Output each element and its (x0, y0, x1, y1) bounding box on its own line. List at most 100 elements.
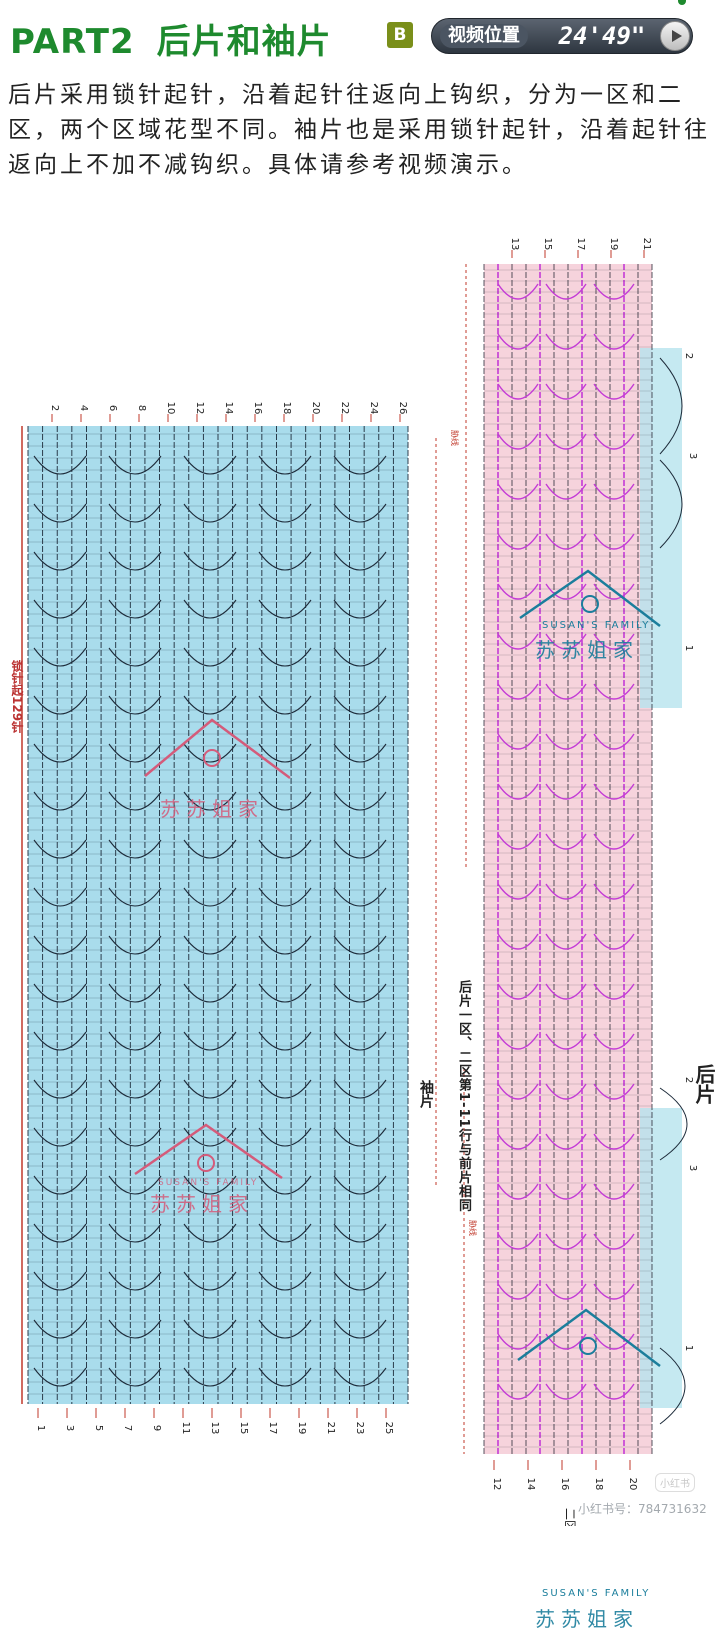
watermark-ball (203, 749, 221, 767)
shell-arch (108, 695, 162, 715)
row-number: 18 (281, 402, 292, 415)
row-number: 7 (122, 1425, 133, 1431)
return-arrow (659, 459, 683, 549)
row-number: 18 (593, 1478, 604, 1491)
watermark-roof (144, 718, 291, 780)
shell-arch (183, 1223, 237, 1243)
shell-arch (33, 599, 87, 619)
shell-arch (258, 1079, 312, 1099)
row-number: 14 (525, 1478, 536, 1491)
play-icon[interactable] (660, 21, 690, 51)
shell-arch (108, 1319, 162, 1339)
shell-arch (545, 283, 587, 300)
watermark-ball (579, 1337, 597, 1355)
shell-arch (593, 683, 635, 700)
shell-arch (497, 1383, 539, 1400)
row-number: 2 (683, 353, 694, 359)
shell-arch (33, 983, 87, 1003)
watermark-brand-en: SUSAN'S FAMILY (542, 1588, 651, 1599)
shell-arch (108, 1127, 162, 1147)
row-number: 3 (687, 1165, 698, 1171)
row-number: 15 (542, 238, 553, 251)
shell-arch (108, 647, 162, 667)
shell-arch (593, 1033, 635, 1050)
shell-arch (258, 743, 312, 763)
sleeve-label: 袖片 (418, 1080, 434, 1108)
shell-arch (497, 433, 539, 450)
shell-arch (258, 1127, 312, 1147)
shell-arch (497, 533, 539, 550)
shell-arch (258, 839, 312, 859)
shell-arch (593, 533, 635, 550)
row-number: 13 (209, 1422, 220, 1435)
row-number: 2 (683, 1077, 694, 1083)
edge-block (640, 1108, 682, 1408)
shell-arch (33, 1367, 87, 1387)
row-number: 10 (165, 402, 176, 415)
row-number: 20 (627, 1478, 638, 1491)
shell-arch (593, 983, 635, 1000)
shell-arch (593, 1183, 635, 1200)
shell-arch (258, 647, 312, 667)
row-number: 14 (223, 402, 234, 415)
shell-arch (108, 599, 162, 619)
shell-arch (545, 1283, 587, 1300)
shell-arch (108, 983, 162, 1003)
shell-arch (183, 1271, 237, 1291)
shell-arch (183, 647, 237, 667)
shell-arch (497, 483, 539, 500)
shell-arch (545, 683, 587, 700)
row-number: 23 (354, 1422, 365, 1435)
row-number: 25 (383, 1422, 394, 1435)
shell-arch (333, 983, 387, 1003)
shell-arch (333, 791, 387, 811)
intro-paragraph: 后片采用锁针起针，沿着起针往返向上钩织，分为一区和二区，两个区域花型不同。袖片也… (8, 82, 710, 178)
row-number: 21 (325, 1422, 336, 1435)
watermark-brand: 苏苏姐家 (535, 1607, 639, 1631)
row-number: 11 (180, 1422, 191, 1435)
shell-arch (258, 551, 312, 571)
xiaohongshu-logo: 小红书 (655, 1473, 695, 1492)
shell-arch (333, 455, 387, 475)
shell-arch (593, 1133, 635, 1150)
shell-arch (593, 433, 635, 450)
video-position-button[interactable]: 视频位置 24'49" (431, 18, 693, 54)
row-number: 2 (49, 405, 60, 411)
shell-arch (593, 1283, 635, 1300)
row-number: 17 (267, 1422, 278, 1435)
shell-arch (497, 1333, 539, 1350)
section-title: 后片和袖片 (156, 22, 332, 62)
shell-arch (545, 933, 587, 950)
shell-arch (333, 503, 387, 523)
shell-arch (593, 283, 635, 300)
shell-arch (333, 743, 387, 763)
row-number: 26 (397, 402, 408, 415)
row-number: 19 (296, 1422, 307, 1435)
shell-arch (258, 503, 312, 523)
row-number: 3 (687, 453, 698, 459)
shell-arch (183, 1079, 237, 1099)
shell-arch (545, 633, 587, 650)
row-number: 6 (107, 405, 118, 411)
row-number: 12 (491, 1478, 502, 1491)
row-number: 13 (509, 238, 520, 251)
shell-arch (258, 791, 312, 811)
shell-arch (497, 1133, 539, 1150)
shell-arch (497, 1083, 539, 1100)
shell-arch (33, 1271, 87, 1291)
row-number: 3 (64, 1425, 75, 1431)
shell-arch (183, 983, 237, 1003)
watermark-ball (581, 595, 599, 613)
shell-arch (183, 599, 237, 619)
shell-arch (183, 551, 237, 571)
shell-arch (593, 783, 635, 800)
shell-arch (108, 887, 162, 907)
shell-arch (333, 1367, 387, 1387)
shell-arch (333, 1079, 387, 1099)
shell-arch (108, 551, 162, 571)
shell-arch (593, 933, 635, 950)
shell-arch (183, 1319, 237, 1339)
shell-arch (593, 833, 635, 850)
